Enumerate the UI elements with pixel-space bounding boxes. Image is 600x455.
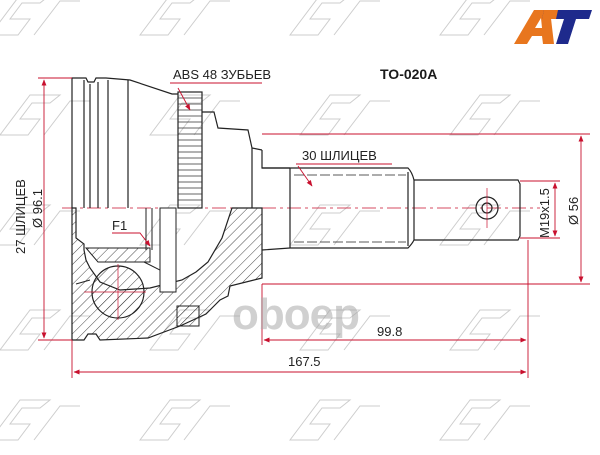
outer-diameter-dimension: Ø 96.1 [30,188,45,228]
sat-watermark [0,0,541,441]
housing-outline [71,77,290,209]
inner-splines-label: 27 ШЛИЦЕВ [13,179,28,254]
seal-diameter-dimension: Ø 56 [566,196,581,225]
part-number: TO-020A [380,66,438,82]
shaft-length-dimension: 99.8 [377,324,403,339]
f1-label: F1 [112,218,128,233]
shaft-splines-label: 30 ШЛИЦЕВ [302,148,377,163]
abs-ring-teeth [178,97,202,201]
stub-shaft [261,167,521,251]
at-logo [514,10,592,44]
dimension-lines [38,77,590,378]
thread-dimension: M19x1.5 [537,188,552,238]
oboep-watermark: oboep [232,290,360,339]
total-length-dimension: 167.5 [288,354,321,369]
abs-teeth-label: ABS 48 ЗУБЬЕВ [173,67,272,82]
